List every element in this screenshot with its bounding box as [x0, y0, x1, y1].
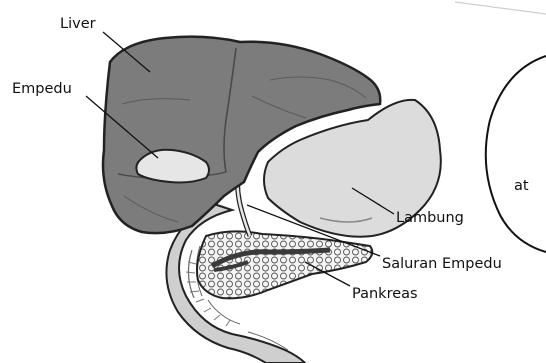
label-liver: Liver — [60, 16, 96, 32]
bubble-text: at — [514, 178, 529, 194]
speech-bubble: at — [486, 56, 546, 252]
label-gallbladder: Empedu — [12, 81, 72, 97]
label-stomach: Lambung — [396, 210, 464, 226]
label-bile-duct: Saluran Empedu — [382, 256, 502, 272]
background-sketch-line — [455, 2, 546, 14]
pancreas — [197, 231, 372, 298]
label-pancreas: Pankreas — [352, 286, 418, 302]
